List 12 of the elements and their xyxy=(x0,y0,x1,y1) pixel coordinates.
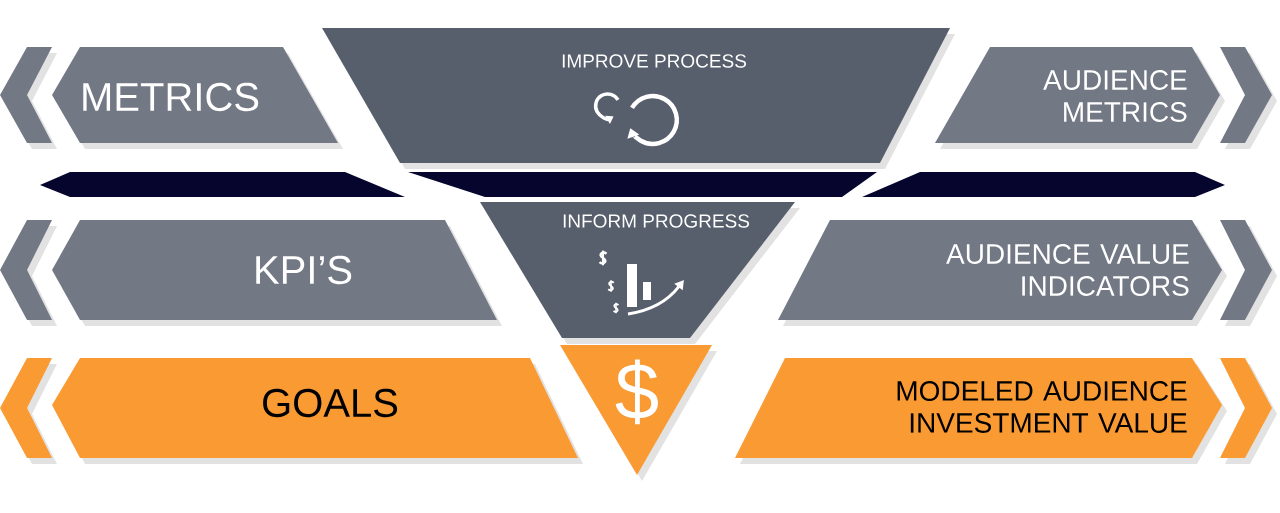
funnel-band: IMPROVE PROCESS xyxy=(322,28,955,169)
band xyxy=(408,172,877,197)
chevron-box: AUDIENCE VALUE INDICATORS xyxy=(778,220,1277,326)
chevron-box: KPI’S xyxy=(0,220,502,326)
band xyxy=(862,172,1225,197)
chevron-box: AUDIENCE METRICS xyxy=(935,47,1277,149)
band xyxy=(40,172,405,197)
funnel-band: INFORM PROGRESS xyxy=(480,202,800,344)
funnel-tip: $ xyxy=(560,345,717,481)
chevron-box: MODELED AUDIENCE INVESTMENT VALUE xyxy=(735,358,1277,464)
chevron-box: GOALS xyxy=(0,358,583,464)
chevron-box: METRICS xyxy=(0,47,343,149)
